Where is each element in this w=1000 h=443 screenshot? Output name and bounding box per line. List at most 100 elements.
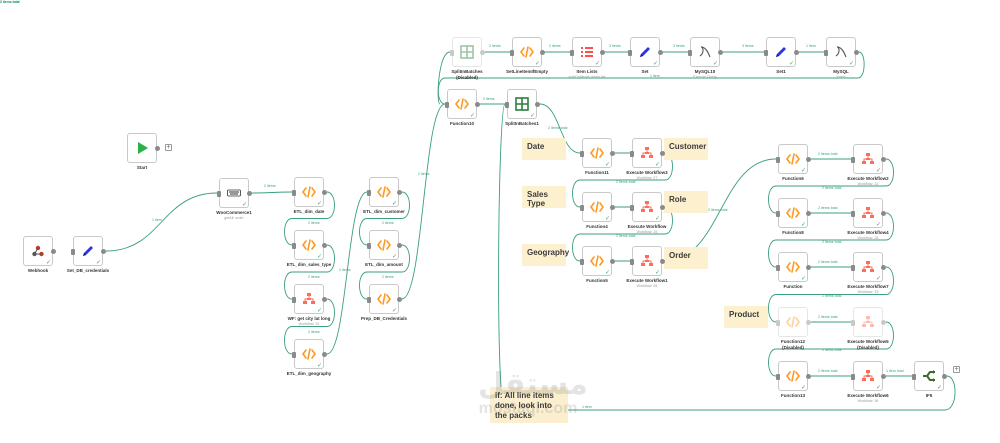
- input-handle[interactable]: [851, 157, 855, 163]
- output-handle[interactable]: [806, 374, 811, 379]
- connection-exec-wf5-to-function13[interactable]: [768, 321, 894, 377]
- output-handle[interactable]: [881, 157, 886, 162]
- input-handle[interactable]: [776, 320, 780, 326]
- output-handle[interactable]: [397, 190, 402, 195]
- node-if5[interactable]: ✓: [912, 361, 947, 391]
- connection-prep-db-to-function10[interactable]: [401, 103, 446, 300]
- input-handle[interactable]: [445, 102, 449, 108]
- node-etl-sales-type[interactable]: ✓: [292, 230, 327, 260]
- node-webhook[interactable]: ✓: [23, 236, 56, 266]
- output-handle[interactable]: [540, 50, 545, 55]
- connection-etl-date-to-etl-sales-type[interactable]: [284, 191, 335, 246]
- output-handle[interactable]: [881, 211, 886, 216]
- connection-etl-customer-to-etl-amount[interactable]: [359, 191, 410, 246]
- output-handle[interactable]: [397, 243, 402, 248]
- output-handle[interactable]: [806, 157, 811, 162]
- input-handle[interactable]: [776, 211, 780, 217]
- node-function11[interactable]: ✓: [580, 138, 615, 168]
- output-handle[interactable]: [610, 259, 615, 264]
- input-handle[interactable]: [505, 102, 509, 108]
- output-handle[interactable]: [322, 190, 327, 195]
- connection-split1-to-function11[interactable]: [539, 103, 581, 154]
- add-node-after-if5-button[interactable]: +: [953, 366, 960, 373]
- input-handle[interactable]: [824, 50, 828, 56]
- node-set-line-empty[interactable]: ✓: [510, 37, 545, 67]
- input-handle[interactable]: [776, 157, 780, 163]
- output-handle[interactable]: [806, 265, 811, 270]
- connection-exec-wf-to-function5[interactable]: [572, 206, 673, 262]
- output-handle[interactable]: [247, 191, 252, 196]
- input-handle[interactable]: [580, 151, 584, 157]
- sticky-note-note[interactable]: if: All line items done, look into the p…: [490, 387, 568, 423]
- output-handle[interactable]: [718, 50, 723, 55]
- connection-exec-wf2-to-function8[interactable]: [768, 158, 894, 214]
- node-function8[interactable]: ✓: [776, 198, 811, 228]
- node-function6[interactable]: ✓: [776, 144, 811, 174]
- node-exec-wf7[interactable]: ✓: [851, 252, 886, 282]
- connection-if5-to-splitinbatches1[interactable]: [498, 103, 956, 411]
- connection-exec-wf7-to-function12[interactable]: [768, 266, 894, 323]
- node-set-db[interactable]: ✓: [71, 236, 106, 266]
- connection-mysql-to-function10[interactable]: [437, 51, 865, 105]
- output-handle[interactable]: [794, 50, 799, 55]
- input-handle[interactable]: [367, 297, 371, 303]
- node-mysql10[interactable]: ✓: [688, 37, 723, 67]
- node-exec-wf[interactable]: ✓: [630, 192, 665, 222]
- node-split1[interactable]: ✓: [505, 89, 540, 119]
- output-handle[interactable]: [610, 205, 615, 210]
- input-handle[interactable]: [851, 265, 855, 271]
- output-handle[interactable]: [397, 297, 402, 302]
- connection-loop-to-splitinbatches[interactable]: [437, 51, 451, 105]
- sticky-note-geography[interactable]: Geography: [522, 244, 569, 266]
- input-handle[interactable]: [630, 151, 634, 157]
- node-etl-geo[interactable]: ✓: [292, 339, 327, 369]
- output-handle[interactable]: [610, 151, 615, 156]
- input-handle[interactable]: [851, 374, 855, 380]
- node-prep-db[interactable]: ✓: [367, 284, 402, 314]
- input-handle[interactable]: [570, 50, 574, 56]
- input-handle[interactable]: [851, 211, 855, 217]
- connection-set-db-to-woocommerce[interactable]: [105, 192, 218, 252]
- input-handle[interactable]: [688, 50, 692, 56]
- node-function12[interactable]: [776, 307, 811, 337]
- node-function5[interactable]: ✓: [580, 246, 615, 276]
- input-handle[interactable]: [292, 297, 296, 303]
- output-handle[interactable]: [660, 151, 665, 156]
- input-handle[interactable]: [580, 205, 584, 211]
- connection-etl-sales-type-to-wf-latlong[interactable]: [284, 244, 335, 300]
- output-handle[interactable]: [480, 50, 485, 55]
- node-function4[interactable]: ✓: [580, 192, 615, 222]
- node-woocommerce[interactable]: ✓: [217, 178, 252, 208]
- sticky-note-date[interactable]: Date: [522, 138, 566, 160]
- node-set[interactable]: ✓: [628, 37, 663, 67]
- input-handle[interactable]: [912, 374, 916, 380]
- input-handle[interactable]: [292, 243, 296, 249]
- node-exec-wf4[interactable]: ✓: [851, 198, 886, 228]
- connection-exec-wf4-to-function[interactable]: [768, 212, 894, 268]
- node-wf-latlong[interactable]: ✓: [292, 284, 327, 314]
- connection-wf-latlong-to-etl-geo[interactable]: [284, 298, 335, 355]
- input-handle[interactable]: [217, 191, 221, 197]
- input-handle[interactable]: [510, 50, 514, 56]
- node-exec-wf1[interactable]: ✓: [630, 246, 665, 276]
- output-handle[interactable]: [658, 50, 663, 55]
- node-mysql[interactable]: ✓: [824, 37, 859, 67]
- sticky-note-role[interactable]: Role: [664, 191, 708, 213]
- input-handle[interactable]: [367, 190, 371, 196]
- output-handle[interactable]: [660, 259, 665, 264]
- node-exec-wf5[interactable]: [851, 307, 886, 337]
- add-node-after-start-button[interactable]: +: [165, 144, 172, 151]
- output-handle[interactable]: [475, 102, 480, 107]
- output-handle[interactable]: [322, 297, 327, 302]
- node-item-lists[interactable]: ✓: [570, 37, 605, 67]
- output-handle[interactable]: [806, 320, 811, 325]
- node-function10[interactable]: ✓: [445, 89, 480, 119]
- output-handle[interactable]: [101, 249, 106, 254]
- input-handle[interactable]: [630, 259, 634, 265]
- output-handle[interactable]: [322, 352, 327, 357]
- output-handle[interactable]: [155, 146, 160, 151]
- node-start[interactable]: [127, 133, 160, 163]
- sticky-note-sales-type[interactable]: Sales Type: [522, 186, 566, 208]
- output-handle[interactable]: [600, 50, 605, 55]
